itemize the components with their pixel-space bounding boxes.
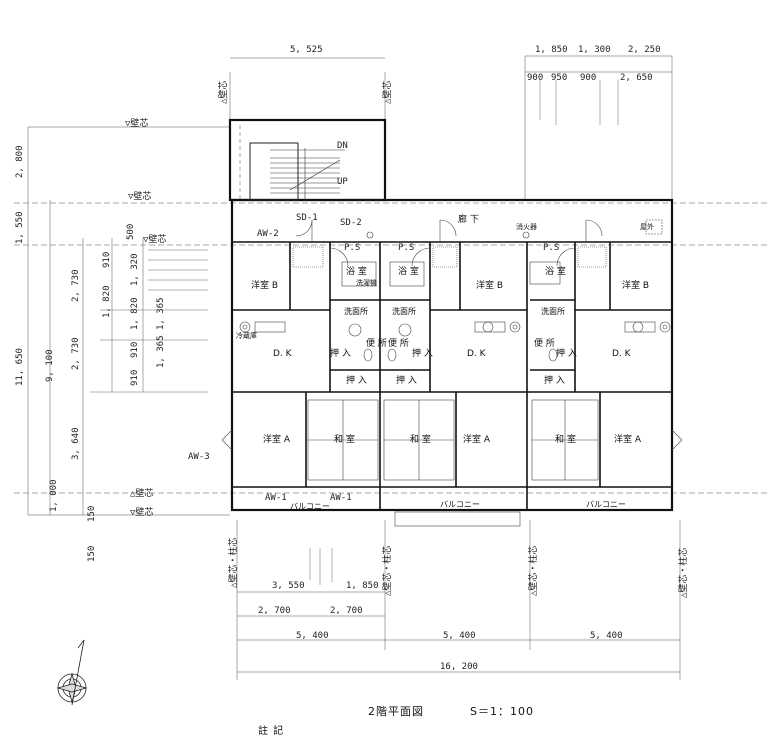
dim-stair-width: 5, 525 (290, 45, 323, 55)
room-japanese-1: 和 室 (334, 435, 355, 445)
room-dk-1: D. K (273, 349, 292, 359)
dim-left-outer-2: 1, 550 (15, 211, 25, 244)
marker-wall-center-2: ▽壁芯 (128, 192, 152, 202)
dim-left-inner-2: 910 (102, 251, 112, 268)
dim-bottom-row3-2: 5, 400 (443, 631, 476, 641)
marker-wall-center-3: ▽壁芯 (143, 235, 167, 245)
dim-bottom-row2-2: 2, 700 (330, 606, 363, 616)
dim-left-inner2-1: 1, 320 (130, 253, 140, 286)
marker-wall-center-1: ▽壁芯 (125, 119, 149, 129)
label-balcony-1: バルコニー (290, 502, 330, 511)
dim-top-right-a-3: 2, 250 (628, 45, 661, 55)
dim-left-inner-3: 1, 820 (102, 285, 112, 318)
dim-left-outer-3: 11, 650 (15, 348, 25, 386)
dim-bottom-row3-3: 5, 400 (590, 631, 623, 641)
dim-left-mid-3: 9, 100 (45, 349, 55, 382)
room-toilet-2: 便 所 (388, 339, 409, 349)
dim-top-right-a-1: 1, 850 (535, 45, 568, 55)
dim-left-outer-5: 150 (87, 545, 97, 562)
marker-wall-col-1: △壁芯 (219, 80, 229, 104)
room-japanese-3: 和 室 (555, 435, 576, 445)
room-toilet-3: 便 所 (534, 339, 555, 349)
dim-bottom-total: 16, 200 (440, 662, 478, 672)
label-ps-2: P.S (398, 243, 415, 253)
room-western-b-1: 洋室 B (251, 281, 279, 291)
room-japanese-2: 和 室 (410, 435, 431, 445)
label-ps-3: P.S (543, 243, 560, 253)
label-meter: 屋外 (640, 223, 654, 231)
label-balcony-3: バルコニー (586, 500, 626, 509)
room-western-b-3: 洋室 B (622, 281, 650, 291)
label-corridor: 廊 下 (458, 215, 479, 225)
notes-heading: 註 記 (258, 726, 285, 737)
dim-top-right-b-4: 2, 650 (620, 73, 653, 83)
marker-wall-col-5: △壁芯・柱芯 (529, 545, 539, 596)
label-balcony-2: バルコニー (440, 500, 480, 509)
drawing-scale: S＝1：100 (470, 705, 534, 718)
room-bath-2: 浴 室 (398, 267, 419, 277)
label-extinguisher: 消火器 (516, 223, 537, 231)
room-washroom-3: 洗面所 (541, 307, 565, 316)
dim-top-right-b-2: 950 (551, 73, 568, 83)
room-fridge: 冷蔵庫 (236, 332, 257, 340)
label-aw3: AW-3 (188, 452, 210, 462)
room-closet-1: 押 入 (330, 349, 351, 359)
room-closet-5: 押 入 (396, 376, 417, 386)
dim-left-inner-1: 500 (126, 223, 136, 240)
label-aw1-a: AW-1 (265, 493, 287, 503)
dim-bottom-row3-1: 5, 400 (296, 631, 329, 641)
marker-wall-col-4: △壁芯・柱芯 (383, 545, 393, 596)
label-aw1-b: AW-1 (330, 493, 352, 503)
room-western-a-2: 洋室 A (463, 435, 491, 445)
label-stair-dn: DN (337, 141, 348, 151)
room-dk-3: D. K (612, 349, 631, 359)
dim-left-inner2-3: 1, 365 (156, 335, 166, 368)
dim-left-mid-2: 2, 730 (71, 337, 81, 370)
room-closet-3: 押 入 (556, 349, 577, 359)
dim-left-inner-4: 1, 820 (130, 297, 140, 330)
dim-bottom-row1-1: 3, 550 (272, 581, 305, 591)
room-laundry: 洗濯機 (356, 279, 377, 287)
room-bath-3: 浴 室 (545, 267, 566, 277)
label-sd2: SD-2 (340, 218, 362, 228)
room-toilet-1: 便 所 (366, 339, 387, 349)
dim-bottom-row1-2: 1, 850 (346, 581, 379, 591)
room-western-b-2: 洋室 B (476, 281, 504, 291)
room-closet-4: 押 入 (346, 376, 367, 386)
label-stair-up: UP (337, 177, 348, 187)
marker-wall-center-4: △壁芯 (130, 489, 154, 499)
room-closet-2: 押 入 (412, 349, 433, 359)
label-ps-1: P.S (344, 243, 361, 253)
dim-left-inner-5: 910 (130, 341, 140, 358)
dim-left-mid-1: 2, 730 (71, 269, 81, 302)
room-western-a-1: 洋室 A (263, 435, 291, 445)
marker-wall-center-5: ▽壁芯 (130, 508, 154, 518)
room-closet-6: 押 入 (544, 376, 565, 386)
drawing-title: 2階平面図 (368, 705, 424, 718)
marker-wall-col-3: △壁芯・柱芯 (229, 537, 239, 588)
label-sd1: SD-1 (296, 213, 318, 223)
dim-left-outer-1: 2, 800 (15, 145, 25, 178)
room-dk-2: D. K (467, 349, 486, 359)
dim-bottom-row2-1: 2, 700 (258, 606, 291, 616)
room-bath-1: 浴 室 (346, 267, 367, 277)
room-western-a-3: 洋室 A (614, 435, 642, 445)
dim-left-mid-4: 3, 640 (71, 427, 81, 460)
dim-left-inner-6: 910 (130, 369, 140, 386)
room-washroom-2: 洗面所 (392, 307, 416, 316)
dim-top-right-a-2: 1, 300 (578, 45, 611, 55)
marker-wall-col-6: △壁芯・柱芯 (679, 547, 689, 598)
dim-left-mid-5: 150 (87, 505, 97, 522)
label-aw2: AW-2 (257, 229, 279, 239)
dim-top-right-b-3: 900 (580, 73, 597, 83)
marker-wall-col-2: △壁芯 (383, 80, 393, 104)
dim-left-outer-4: 1, 000 (49, 479, 59, 512)
room-washroom-1: 洗面所 (344, 307, 368, 316)
dim-left-inner2-2: 1, 365 (156, 297, 166, 330)
dim-top-right-b-1: 900 (527, 73, 544, 83)
